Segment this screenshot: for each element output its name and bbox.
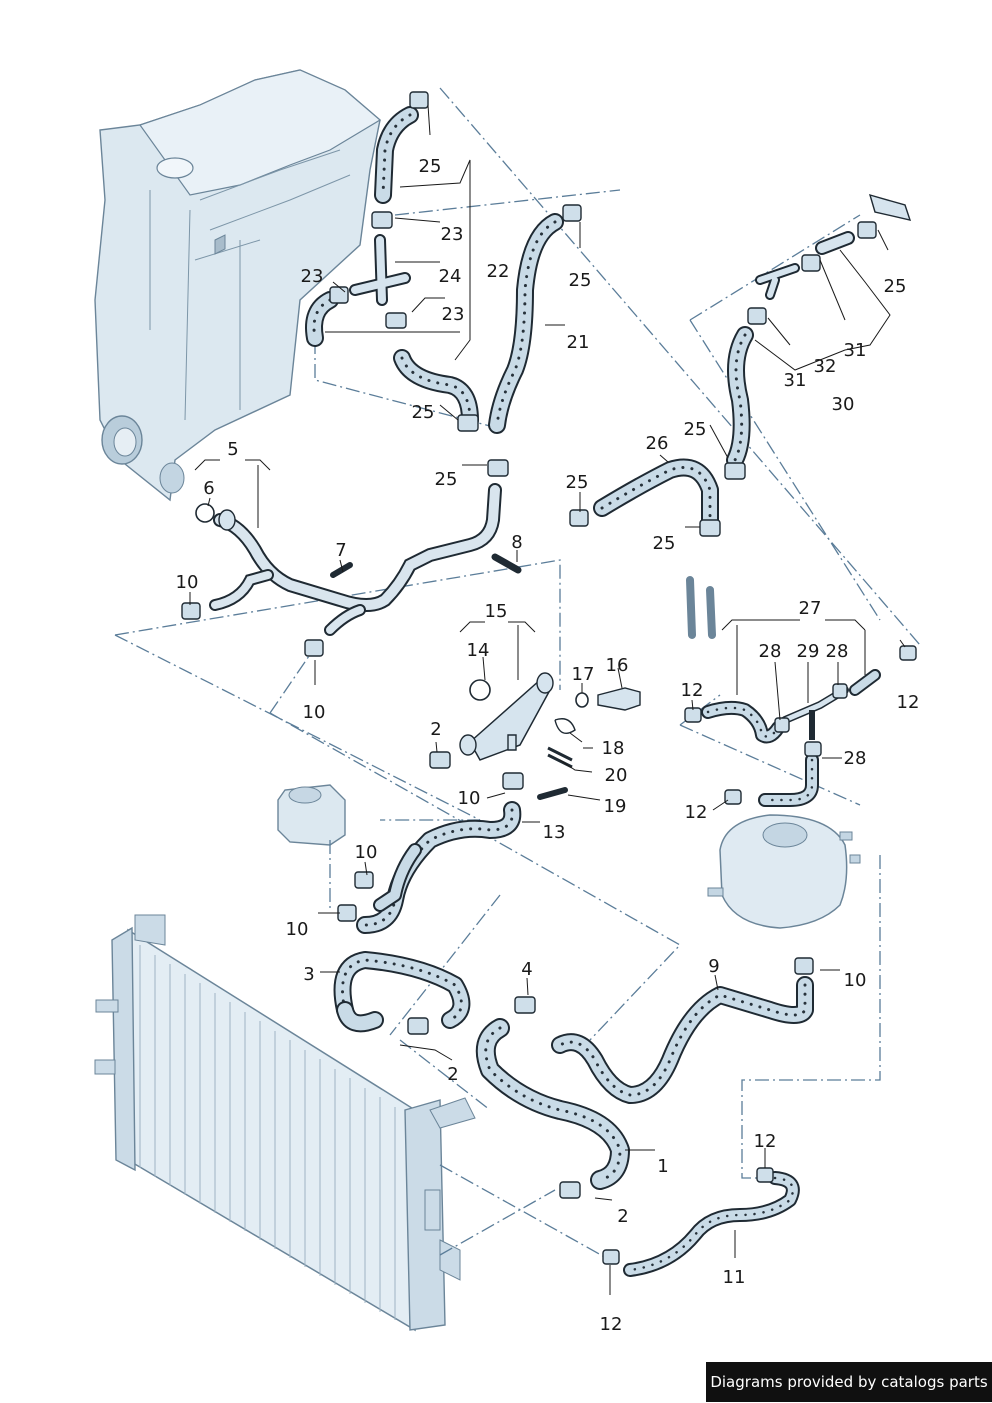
callout-10: 10	[303, 702, 326, 723]
callout-28: 28	[826, 641, 849, 662]
credit-banner: Diagrams provided by catalogs parts	[706, 1362, 992, 1402]
callout-6: 6	[203, 478, 214, 499]
callout-10: 10	[176, 572, 199, 593]
callout-19: 19	[604, 796, 627, 817]
callout-10: 10	[355, 842, 378, 863]
callout-26: 26	[646, 433, 669, 454]
thermostat-housing	[330, 234, 641, 800]
callout-28: 28	[844, 748, 867, 769]
callout-labels: 25 23 23 24 22 23 25 21 25 31 32 31 30 2…	[176, 156, 920, 1335]
radiator	[94, 914, 476, 1332]
callout-13: 13	[543, 822, 566, 843]
callout-24: 24	[439, 266, 462, 287]
callout-14: 14	[467, 640, 490, 661]
callout-3: 3	[303, 964, 314, 985]
credit-text: Diagrams provided by catalogs parts	[710, 1373, 988, 1391]
expansion-tank	[707, 814, 861, 929]
callout-12: 12	[600, 1314, 623, 1335]
callout-31: 31	[844, 340, 867, 361]
callout-17: 17	[572, 664, 595, 685]
callout-22: 22	[487, 261, 510, 282]
callout-29: 29	[797, 641, 820, 662]
callout-28: 28	[759, 641, 782, 662]
leader-lines	[189, 104, 906, 1295]
callout-5: 5	[227, 439, 238, 460]
callout-10: 10	[286, 919, 309, 940]
callout-20: 20	[605, 765, 628, 786]
callout-2: 2	[617, 1206, 628, 1227]
callout-12: 12	[897, 692, 920, 713]
callout-10: 10	[844, 970, 867, 991]
callout-30: 30	[832, 394, 855, 415]
callout-11: 11	[723, 1267, 746, 1288]
callout-23: 23	[301, 266, 324, 287]
callout-27: 27	[799, 598, 822, 619]
callout-2: 2	[430, 719, 441, 740]
callout-25: 25	[684, 419, 707, 440]
callout-18: 18	[602, 738, 625, 759]
callout-21: 21	[567, 332, 590, 353]
callout-16: 16	[606, 655, 629, 676]
hose-clamps	[181, 91, 917, 1265]
callout-9: 9	[708, 956, 719, 977]
callout-25: 25	[653, 533, 676, 554]
callout-25: 25	[419, 156, 442, 177]
coolant-pipe	[195, 483, 502, 636]
callout-25: 25	[566, 472, 589, 493]
callout-4: 4	[521, 959, 532, 980]
small-expansion-tank	[277, 784, 346, 846]
callout-25: 25	[435, 469, 458, 490]
connectors	[686, 193, 912, 740]
engine-block	[94, 69, 382, 502]
callout-25: 25	[884, 276, 907, 297]
callout-12: 12	[754, 1131, 777, 1152]
callout-25: 25	[569, 270, 592, 291]
callout-32: 32	[814, 356, 837, 377]
callout-23: 23	[442, 304, 465, 325]
callout-12: 12	[681, 680, 704, 701]
callout-15: 15	[485, 601, 508, 622]
callout-2: 2	[447, 1064, 458, 1085]
callout-25: 25	[412, 402, 435, 423]
callout-1: 1	[657, 1156, 668, 1177]
callout-8: 8	[511, 532, 522, 553]
callout-7: 7	[335, 540, 346, 561]
callout-10: 10	[458, 788, 481, 809]
callout-12: 12	[685, 802, 708, 823]
callout-23: 23	[441, 224, 464, 245]
hoses	[305, 106, 881, 1277]
callout-31: 31	[784, 370, 807, 391]
